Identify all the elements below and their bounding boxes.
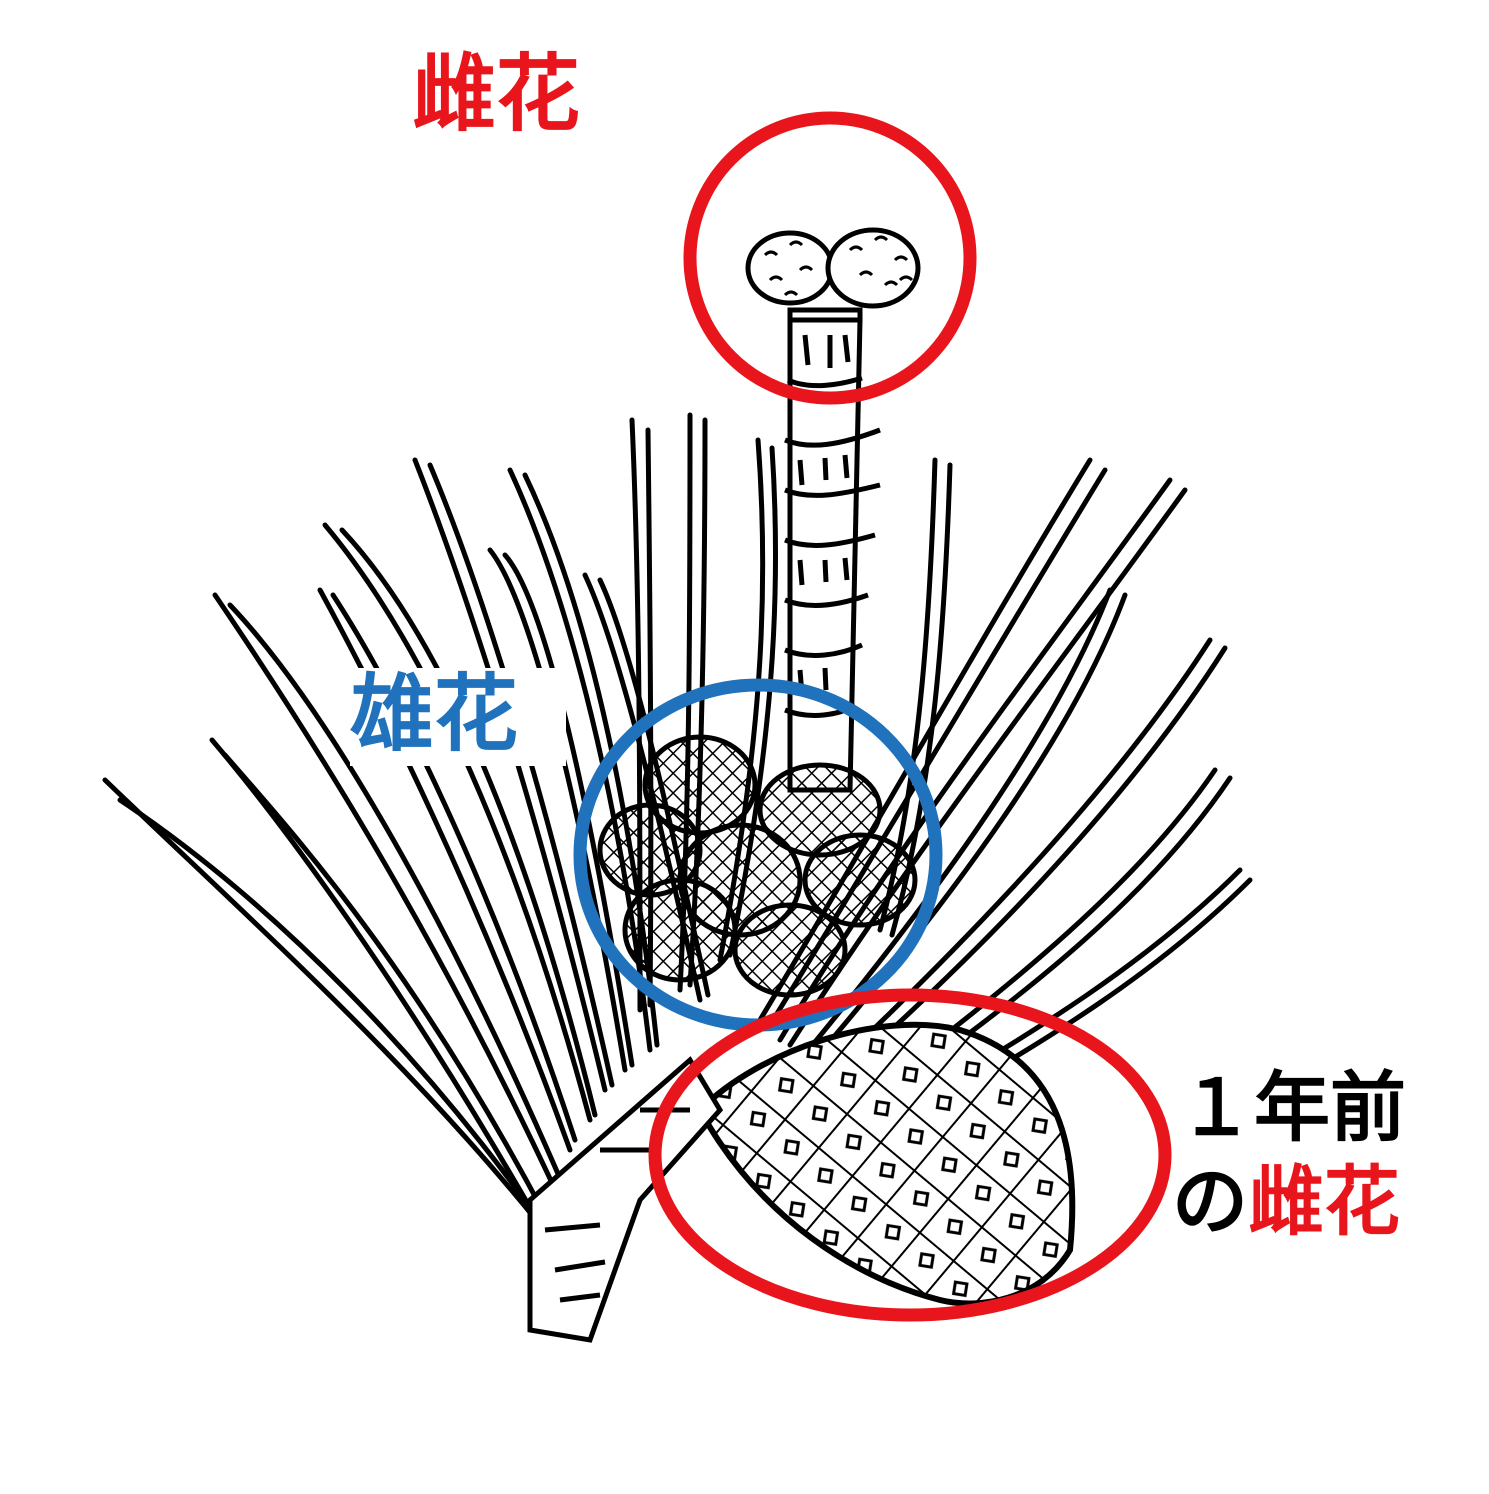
- prev-year-female-label: 雌花: [1248, 1157, 1400, 1246]
- female-flower-buds: [745, 227, 921, 323]
- male-flower-cluster: [597, 734, 918, 998]
- branch-base: [527, 1056, 724, 1343]
- pine-cone: [696, 1021, 1076, 1307]
- female-flower-circle: [683, 111, 977, 405]
- prev-year-label-line2: の雌花: [1172, 1164, 1400, 1240]
- female-flower-label: 雌花: [412, 45, 581, 143]
- male-flower-label: 雄花: [350, 668, 567, 766]
- prev-year-cone-ellipse: [648, 988, 1172, 1322]
- prev-year-particle: の: [1172, 1157, 1248, 1246]
- prev-year-label-line1: １年前: [1178, 1063, 1406, 1152]
